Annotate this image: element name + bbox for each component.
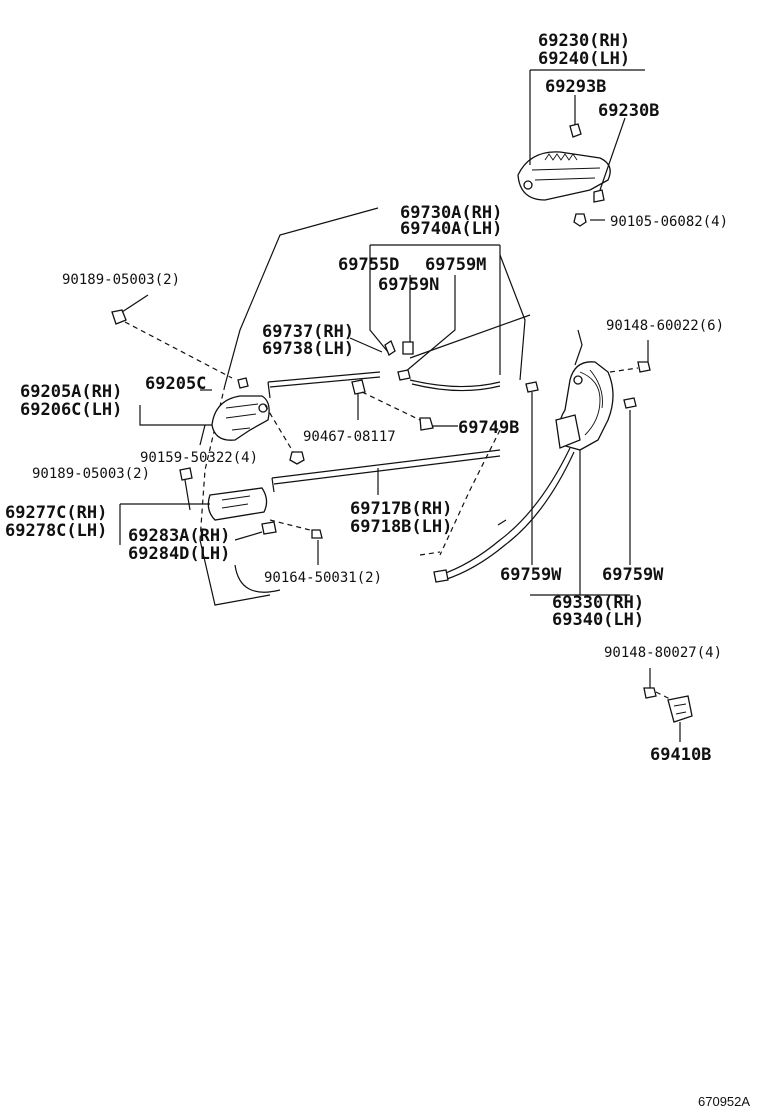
- label-90148-upper: 90148-60022(6): [606, 318, 724, 334]
- screw-90164: [311, 529, 323, 539]
- clip-90189-upper: [111, 309, 127, 325]
- label-90467: 90467-08117: [303, 429, 396, 445]
- label-69205C: 69205C: [145, 374, 206, 394]
- label-69205A: 69205A(RH): [20, 382, 122, 402]
- label-90105: 90105-06082(4): [610, 214, 728, 230]
- bolt-90105: [573, 213, 587, 227]
- clip-69759W-right: [623, 397, 637, 409]
- label-69230: 69230(RH): [538, 31, 630, 51]
- label-69283A: 69283A(RH): [128, 526, 230, 546]
- clip-90467: [351, 379, 366, 395]
- label-69740A: 69740A(LH): [400, 219, 502, 239]
- label-69717B: 69717B(RH): [350, 499, 452, 519]
- label-69410B: 69410B: [650, 745, 711, 765]
- label-69284D: 69284D(LH): [128, 544, 230, 564]
- label-69277C: 69277C(RH): [5, 503, 107, 523]
- label-69749B: 69749B: [458, 418, 519, 438]
- screw-90148-upper: [637, 361, 651, 373]
- label-90159: 90159-50322(4): [140, 450, 258, 466]
- label-69755D: 69755D: [338, 255, 399, 275]
- label-69759M: 69759M: [425, 255, 486, 275]
- label-69206C: 69206C(LH): [20, 400, 122, 420]
- label-69340: 69340(LH): [552, 610, 644, 630]
- label-90148-lower: 90148-80027(4): [604, 645, 722, 661]
- screw-90148-lower: [643, 687, 657, 699]
- diagram-code: 670952A: [698, 1094, 750, 1109]
- label-69278C: 69278C(LH): [5, 521, 107, 541]
- clip-90189-lower: [179, 467, 193, 481]
- door-lock-assembly: [555, 361, 614, 451]
- label-69230B: 69230B: [598, 101, 659, 121]
- pad-69230B: [593, 189, 605, 203]
- outside-door-handle: [517, 151, 611, 201]
- clip-69759W-left: [525, 381, 539, 393]
- cover-69283A: [261, 521, 277, 535]
- label-69718B: 69718B(LH): [350, 517, 452, 537]
- label-69737: 69737(RH): [262, 322, 354, 342]
- clip-69205C: [237, 377, 249, 389]
- screw-90159: [289, 451, 305, 465]
- cable-end-connector: [433, 569, 449, 583]
- label-69293B: 69293B: [545, 77, 606, 97]
- label-69738: 69738(LH): [262, 339, 354, 359]
- label-69730A: 69730A(RH): [400, 203, 502, 223]
- label-69759N: 69759N: [378, 275, 439, 295]
- door-striker: [667, 695, 693, 723]
- label-69759W-left: 69759W: [500, 565, 562, 585]
- door-handle-bezel: [207, 487, 268, 521]
- clip-69749B: [419, 417, 434, 431]
- label-69759W-right: 69759W: [602, 565, 664, 585]
- label-90164: 90164-50031(2): [264, 570, 382, 586]
- label-90189-upper: 90189-05003(2): [62, 272, 180, 288]
- label-69240: 69240(LH): [538, 49, 630, 69]
- label-90189-lower: 90189-05003(2): [32, 466, 150, 482]
- rod-clips: [384, 340, 414, 381]
- handle-bracket-69293B: [569, 123, 582, 138]
- label-69330: 69330(RH): [552, 593, 644, 613]
